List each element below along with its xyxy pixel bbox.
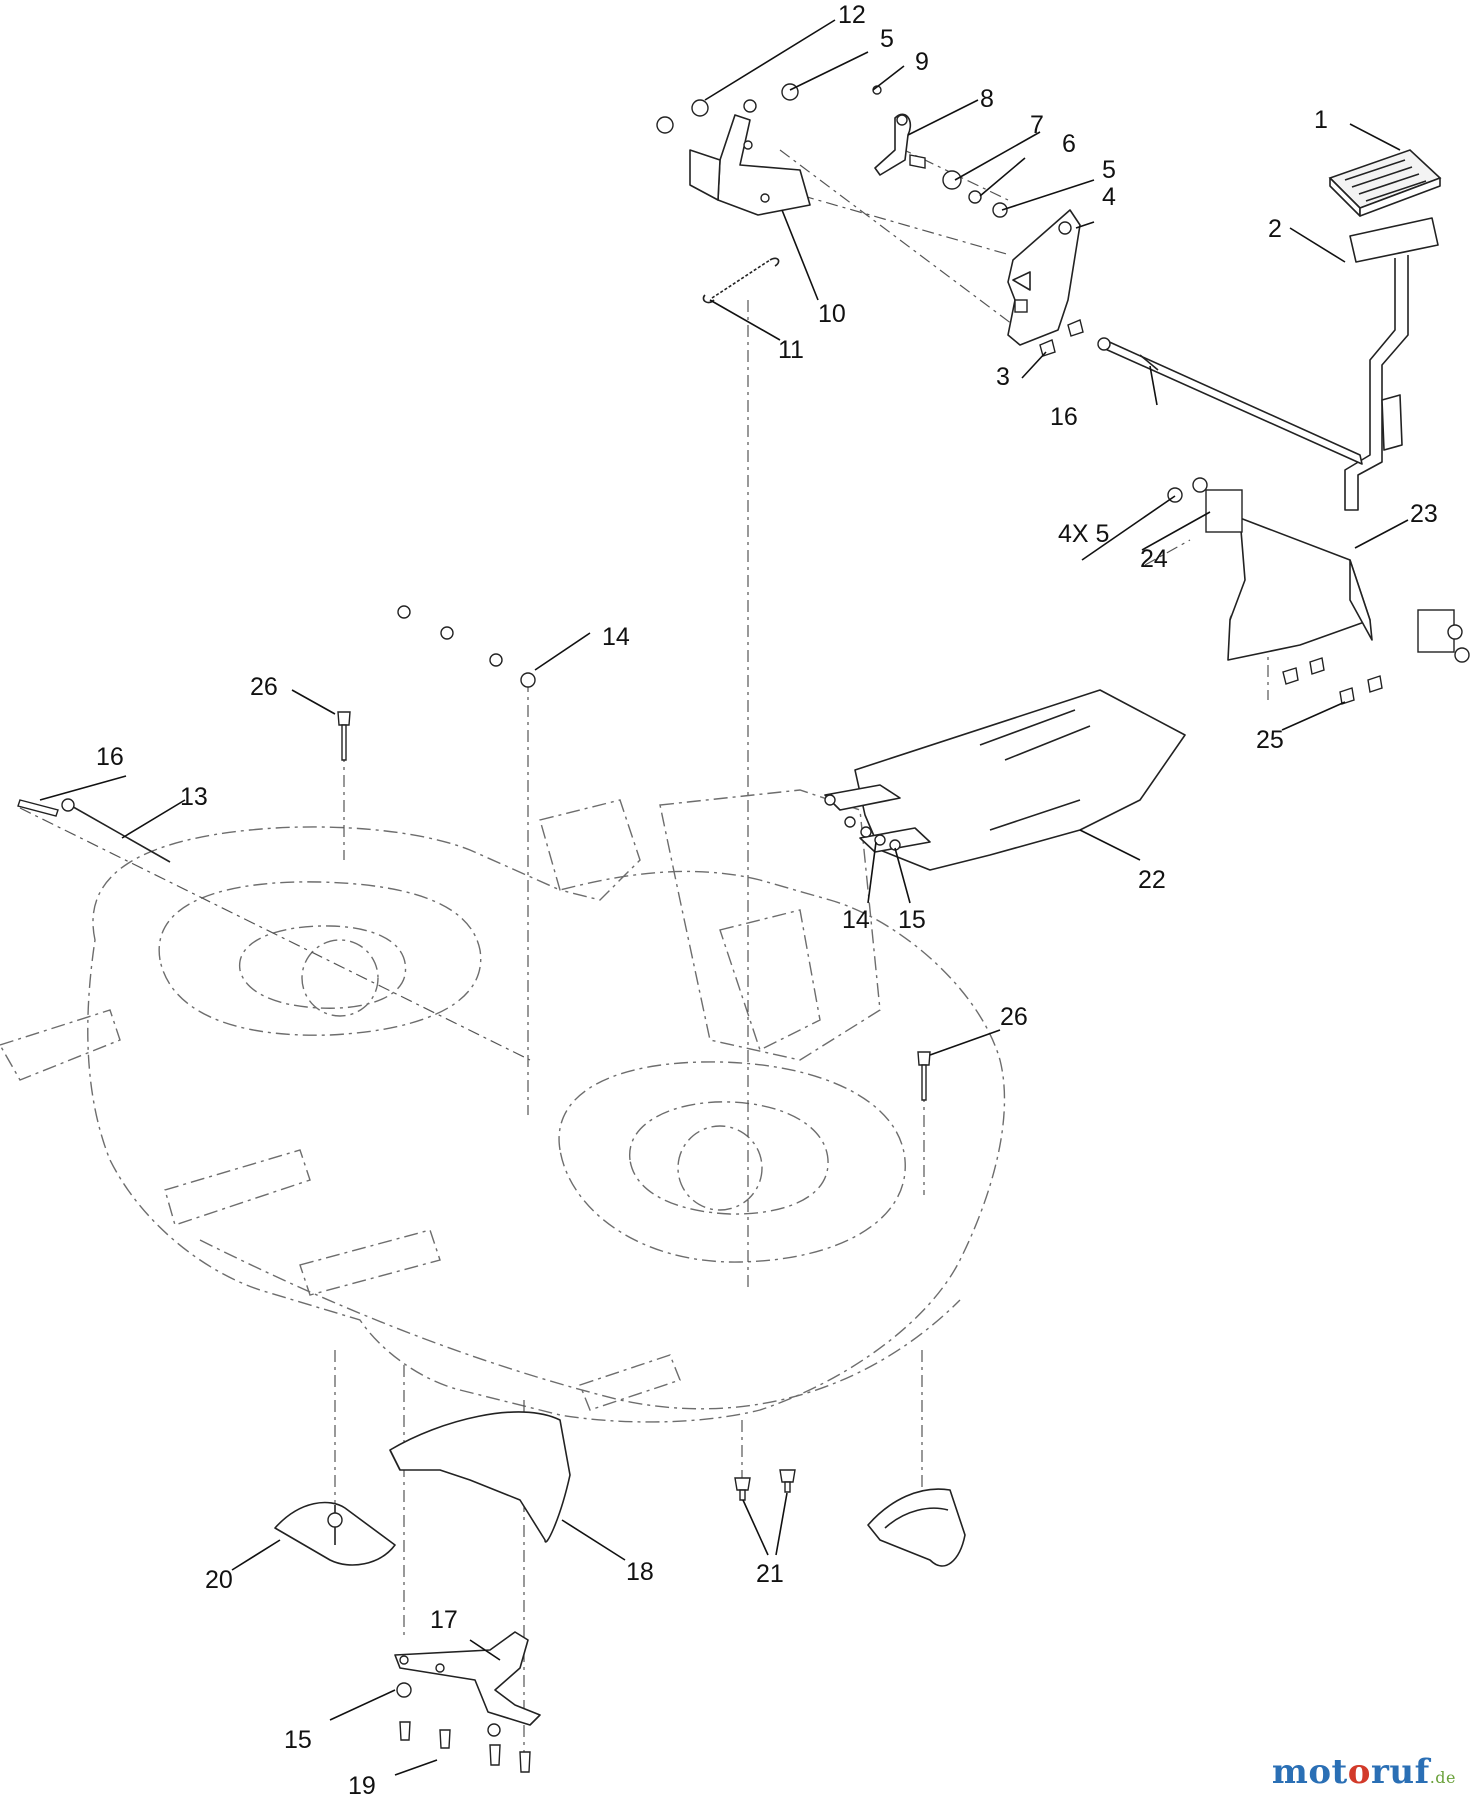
callout-4x-5: 4X 5	[1058, 520, 1109, 548]
callout-25: 25	[1256, 726, 1284, 754]
watermark-part-c: ruf	[1370, 1752, 1430, 1792]
callout-14-chute: 14	[842, 906, 870, 934]
callout-12: 12	[838, 1, 866, 29]
deck-adapter-23	[1167, 477, 1470, 705]
callout-20: 20	[205, 1566, 233, 1594]
callout-17: 17	[430, 1606, 458, 1634]
pivot-bracket	[1007, 209, 1081, 346]
bracket-17	[394, 1631, 541, 1726]
latch-arm	[874, 113, 912, 176]
watermark-logo: motoruf.de	[1272, 1752, 1456, 1792]
callout-10: 10	[818, 300, 846, 328]
extension-spring	[702, 257, 780, 304]
deflector-rod-13	[17, 798, 171, 863]
discharge-chute-22	[824, 689, 1186, 871]
mower-deck-outline	[0, 789, 1006, 1423]
callout-11: 11	[778, 336, 804, 364]
callout-4: 4	[1102, 183, 1116, 211]
callout-8: 8	[980, 85, 994, 113]
callout-15-chute: 15	[898, 906, 926, 934]
pedal-rod	[1097, 337, 1363, 465]
callout-7: 7	[1030, 111, 1044, 139]
callout-6: 6	[1062, 130, 1076, 158]
bolt-26-right	[917, 1051, 931, 1101]
callout-19: 19	[348, 1772, 376, 1800]
callout-14-top: 14	[602, 623, 630, 651]
watermark-part-a: mot	[1271, 1752, 1348, 1792]
latch-bracket	[689, 114, 811, 216]
callout-23: 23	[1410, 500, 1438, 528]
callout-26-right: 26	[1000, 1003, 1028, 1031]
callout-22: 22	[1138, 866, 1166, 894]
leader-lines	[39, 19, 1409, 1776]
callout-24: 24	[1140, 545, 1168, 573]
bolt-26-left	[337, 711, 351, 761]
callout-15-bottom: 15	[284, 1726, 312, 1754]
callout-21: 21	[756, 1560, 784, 1588]
callout-18: 18	[626, 1558, 654, 1586]
callout-5-right: 5	[1102, 156, 1116, 184]
watermark-part-b: o	[1347, 1752, 1371, 1792]
callout-9: 9	[915, 48, 929, 76]
nuts-14	[397, 605, 536, 688]
spindle-cover-right	[867, 1488, 966, 1567]
callout-5-top: 5	[880, 25, 894, 53]
baffle-18	[389, 1411, 571, 1543]
callout-2: 2	[1268, 215, 1282, 243]
bolts-21	[734, 1469, 796, 1501]
watermark-suffix: .de	[1429, 1768, 1456, 1787]
pedal-arm	[1344, 217, 1439, 511]
callout-3: 3	[996, 363, 1010, 391]
callout-16-left: 16	[96, 743, 124, 771]
callout-labels: 1 2 3 4 5 5 4X 5 6 7 8 9 10 11 12 13 14 …	[96, 1, 1438, 1800]
callout-1: 1	[1314, 106, 1328, 134]
pedal-pad	[1328, 149, 1442, 217]
screws-19	[396, 1682, 531, 1773]
spindle-cover-20	[274, 1501, 396, 1566]
callout-16-right: 16	[1050, 403, 1078, 431]
callout-13: 13	[180, 783, 208, 811]
callout-26-left: 26	[250, 673, 278, 701]
